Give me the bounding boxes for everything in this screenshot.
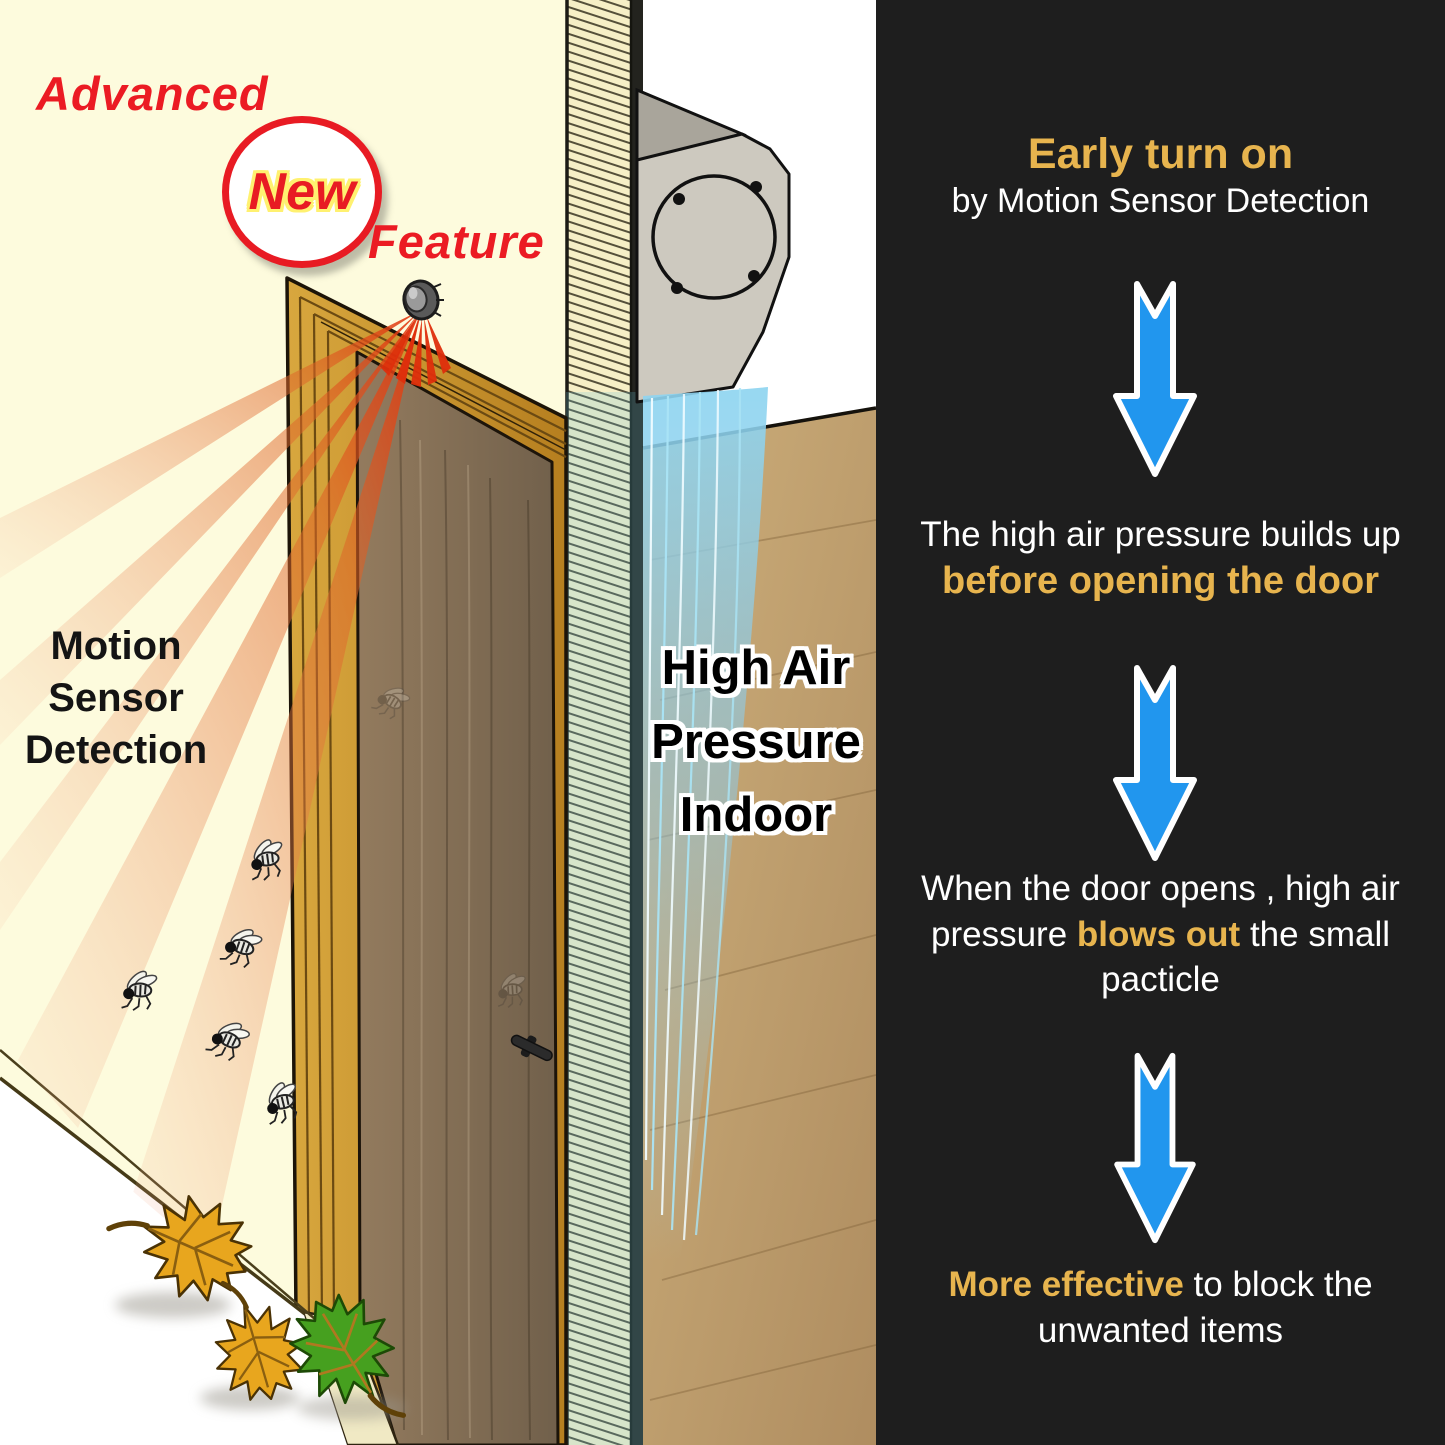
scene-illustration bbox=[0, 0, 876, 1445]
high-air-pressure-label: High Air Pressure Indoor bbox=[651, 641, 861, 842]
feature-label: Feature bbox=[368, 215, 545, 268]
door bbox=[355, 350, 560, 1445]
step-blows-out: When the door opens , high air pressure … bbox=[921, 869, 1400, 999]
fan-ring bbox=[651, 174, 777, 300]
step-subtitle: by Motion Sensor Detection bbox=[951, 182, 1370, 221]
step-pressure-builds: The high air pressure builds up before o… bbox=[920, 515, 1401, 602]
step-title: Early turn on bbox=[1027, 130, 1294, 178]
down-arrow-icon bbox=[1114, 1052, 1196, 1244]
advanced-label: Advanced bbox=[36, 67, 269, 120]
motion-rays bbox=[0, 310, 451, 1268]
air-stream bbox=[643, 387, 768, 1262]
step-early-turn-on: Early turn on by Motion Sensor Detection bbox=[876, 130, 1445, 224]
step-more-effective: More effective to block the unwanted ite… bbox=[948, 1265, 1373, 1350]
new-badge: New bbox=[222, 116, 382, 268]
motion-sensor-icon bbox=[402, 279, 444, 321]
wall-cross-section bbox=[565, 0, 643, 1445]
down-arrow-icon bbox=[1113, 665, 1197, 861]
door-handle-icon bbox=[510, 1034, 553, 1062]
new-badge-text: New bbox=[248, 163, 356, 221]
leaves bbox=[96, 1177, 417, 1445]
down-arrow-icon bbox=[1113, 281, 1197, 477]
air-curtain-unit bbox=[635, 87, 791, 404]
motion-sensor-label: Motion Sensor Detection bbox=[24, 624, 208, 772]
